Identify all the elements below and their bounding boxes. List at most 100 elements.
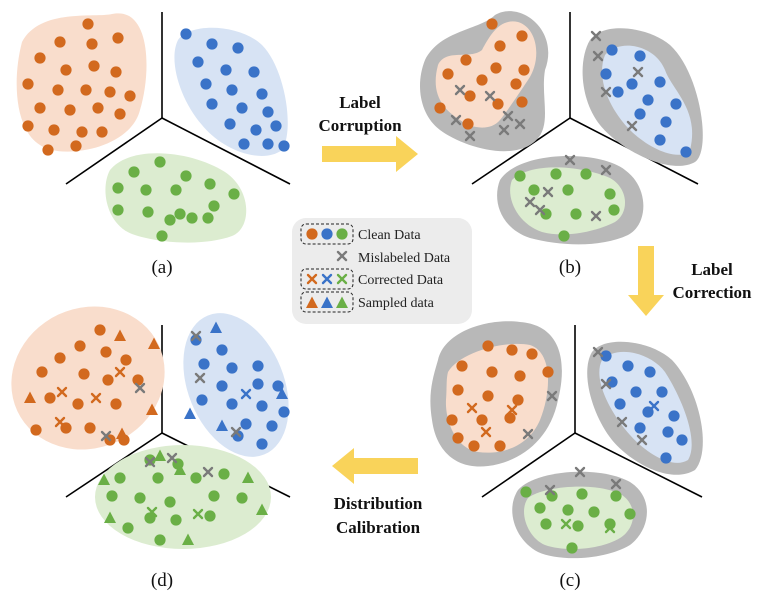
clean-data-point: [86, 38, 98, 50]
clean-data-point: [476, 414, 488, 426]
clean-data-point: [88, 60, 100, 72]
clean-data-point: [72, 398, 84, 410]
clean-data-point: [550, 168, 562, 180]
clean-data-point: [200, 78, 212, 90]
clean-data-point: [464, 90, 476, 102]
clean-data-point: [506, 344, 518, 356]
sampled-data-point: [276, 387, 288, 399]
mislabeled-data-point: [190, 330, 202, 342]
clean-data-point: [492, 98, 504, 110]
corrected-data-point: [240, 388, 252, 400]
panel-d-blue-region: [183, 313, 289, 457]
sampled-data-point: [184, 407, 196, 419]
clean-data-point: [250, 124, 262, 136]
legend-box-clean: [300, 223, 354, 245]
mislabeled-data-point: [134, 382, 146, 394]
clean-data-point: [566, 542, 578, 554]
arrow-down: [628, 246, 664, 316]
mislabeled-data-point: [524, 196, 536, 208]
clean-data-point: [60, 64, 72, 76]
step-label-corruption-line1: Label: [339, 93, 381, 112]
panel-label-c: (c): [559, 570, 580, 591]
clean-data-point: [614, 398, 626, 410]
clean-data-point: [608, 204, 620, 216]
clean-data-point: [80, 84, 92, 96]
axis-line: [481, 432, 576, 498]
mislabeled-data-point: [166, 452, 178, 464]
clean-data-point: [510, 78, 522, 90]
sampled-data-point: [104, 511, 116, 523]
clean-data-point: [232, 42, 244, 54]
legend-label-mislabeled: Mislabeled Data: [358, 251, 451, 266]
clean-data-point: [490, 62, 502, 74]
clean-data-point: [226, 84, 238, 96]
clean-data-point: [576, 488, 588, 500]
clean-data-point: [670, 98, 682, 110]
clean-data-point: [486, 366, 498, 378]
mislabeled-data-point: [542, 186, 554, 198]
mislabeled-data-point: [600, 378, 612, 390]
clean-data-point: [100, 346, 112, 358]
clean-data-point: [228, 188, 240, 200]
clean-data-point: [34, 52, 46, 64]
clean-data-point: [102, 374, 114, 386]
clean-data-point: [256, 400, 268, 412]
clean-data-point: [30, 424, 42, 436]
clean-data-point: [262, 106, 274, 118]
mislabeled-data-point: [600, 86, 612, 98]
clean-data-point: [22, 78, 34, 90]
sampled-data-point: [146, 403, 158, 415]
axis-line: [65, 117, 163, 185]
mislabeled-data-point: [636, 434, 648, 446]
arrow-right: [322, 136, 418, 172]
clean-data-point: [154, 534, 166, 546]
corrected-data-point: [54, 416, 66, 428]
clean-data-point: [216, 380, 228, 392]
panel-b-orange-region: [435, 21, 537, 128]
step-label-corruption-line2: Corruption: [318, 116, 402, 135]
clean-data-point: [516, 96, 528, 108]
clean-data-point: [34, 102, 46, 114]
clean-data-point: [206, 98, 218, 110]
clean-data-point: [528, 184, 540, 196]
clean-data-point: [112, 32, 124, 44]
sampled-data-point: [154, 449, 166, 461]
clean-data-point: [224, 118, 236, 130]
clean-data-point: [44, 392, 56, 404]
arrow-left: [332, 448, 418, 484]
clean-data-point: [96, 126, 108, 138]
clean-data-point: [202, 212, 214, 224]
panel-a-green-region: [105, 153, 247, 243]
clean-data-point: [278, 140, 290, 152]
step-label-correction-line1: Label: [691, 260, 733, 279]
clean-data-point: [208, 200, 220, 212]
mislabeled-data-point: [202, 466, 214, 478]
clean-data-point: [452, 384, 464, 396]
clean-data-point: [144, 454, 156, 466]
axis-line: [161, 117, 291, 185]
clean-data-point: [514, 170, 526, 182]
clean-data-point: [442, 68, 454, 80]
arrows-group: [322, 136, 664, 484]
clean-data-point: [526, 348, 538, 360]
mislabeled-data-point: [502, 110, 514, 122]
clean-data-point: [232, 430, 244, 442]
legend: Clean Data Mislabeled Data Corrected Dat…: [292, 218, 472, 324]
mislabeled-data-point: [336, 250, 348, 262]
clean-data-point: [580, 168, 592, 180]
legend-box-sampled: [300, 291, 354, 313]
clean-data-point: [164, 214, 176, 226]
clean-data-point: [54, 352, 66, 364]
mislabeled-data-point: [626, 120, 638, 132]
corrected-data-point: [336, 273, 348, 285]
clean-data-point: [456, 360, 468, 372]
clean-data-point: [494, 440, 506, 452]
clean-data-point: [278, 406, 290, 418]
clean-data-point: [114, 472, 126, 484]
sampled-data-point: [256, 503, 268, 515]
legend-box-corrected: [300, 268, 354, 290]
clean-data-point: [468, 440, 480, 452]
clean-data-point: [36, 366, 48, 378]
clean-data-point: [106, 490, 118, 502]
